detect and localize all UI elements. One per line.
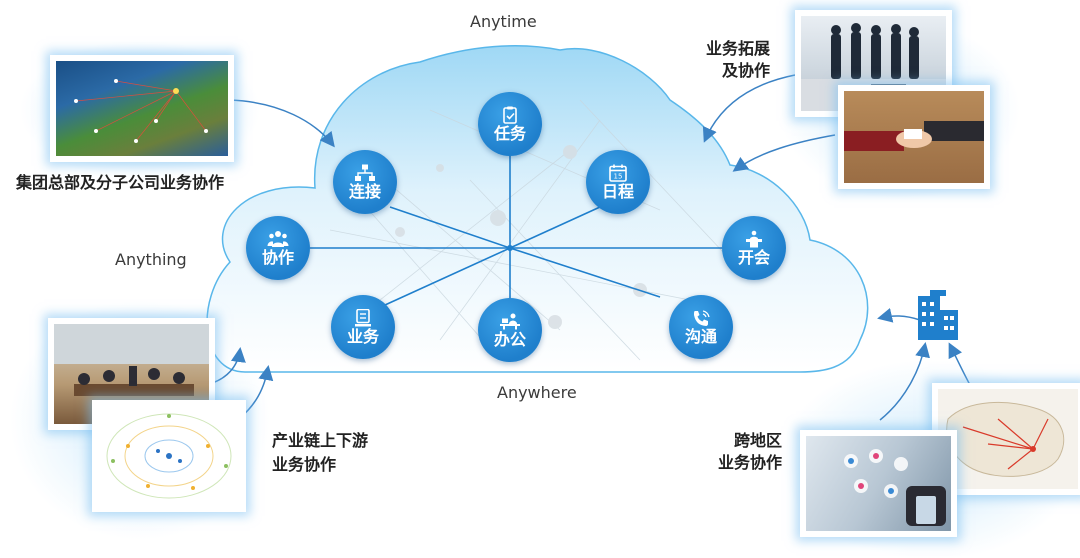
node-task-label: 任务 xyxy=(493,123,526,143)
node-business-label: 业务 xyxy=(346,326,379,346)
label-anywhere: Anywhere xyxy=(497,383,577,402)
node-office: 办公 xyxy=(478,298,542,362)
caption-chain-line2: 业务协作 xyxy=(272,455,337,474)
node-meeting: 开会 xyxy=(722,216,786,280)
label-anything: Anything xyxy=(115,250,187,269)
node-meeting-label: 开会 xyxy=(737,247,770,267)
node-schedule: 15 日程 xyxy=(586,150,650,214)
server-icon xyxy=(355,308,371,326)
network-icon xyxy=(355,164,375,181)
calendar-day-number: 15 xyxy=(614,172,623,180)
caption-chain-line1: 产业链上下游 xyxy=(272,431,369,450)
node-communicate-label: 沟通 xyxy=(684,326,717,346)
node-connect-label: 连接 xyxy=(348,181,381,201)
podium-icon xyxy=(746,230,762,247)
node-schedule-label: 日程 xyxy=(601,181,634,201)
node-communicate: 沟通 xyxy=(669,295,733,359)
caption-region-line2: 业务协作 xyxy=(718,453,783,472)
caption-region-line1: 跨地区 xyxy=(734,431,783,450)
desk-worker-icon xyxy=(500,313,520,329)
usa-network-map-photo xyxy=(50,55,234,162)
node-connect: 连接 xyxy=(333,150,397,214)
caption-expand-line2: 及协作 xyxy=(722,61,771,80)
cloud-shape xyxy=(206,45,869,373)
clipboard-check-icon xyxy=(503,106,517,124)
office-building-icon xyxy=(918,290,958,340)
node-collab: 协作 xyxy=(246,216,310,280)
caption-hq-collab: 集团总部及分子公司业务协作 xyxy=(16,173,225,192)
digital-communication-photo xyxy=(800,430,957,537)
node-collab-label: 协作 xyxy=(261,247,294,267)
calendar-icon: 15 xyxy=(609,164,627,182)
node-business: 业务 xyxy=(331,295,395,359)
label-anytime: Anytime xyxy=(470,12,537,31)
phone-icon xyxy=(694,309,710,326)
hub-spokes xyxy=(310,150,725,306)
group-icon xyxy=(267,230,289,247)
handshake-photo xyxy=(838,85,990,189)
node-office-label: 办公 xyxy=(493,329,526,349)
hub-center xyxy=(507,245,513,251)
caption-expand-line1: 业务拓展 xyxy=(706,39,771,58)
node-task: 任务 xyxy=(478,92,542,156)
supply-chain-network-photo xyxy=(92,400,246,512)
